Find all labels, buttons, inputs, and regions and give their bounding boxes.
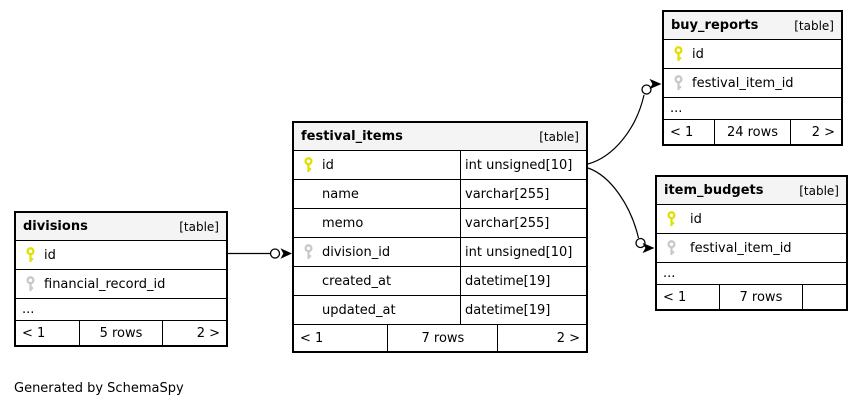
foreign-key-icon [25,276,36,292]
paginator-prev[interactable]: < 1 [663,289,687,305]
column-row-memo[interactable]: memo varchar[255] [294,209,586,238]
table-festival-items: festival_items [table] id int unsigned[1… [292,121,588,353]
edge-festival-items-to-item-budgets [587,167,655,254]
table-type-label: [table] [794,18,834,33]
column-name: division_id [322,244,391,260]
table-header-item-budgets[interactable]: item_budgets [table] [657,177,846,205]
table-name[interactable]: divisions [23,219,88,234]
cardinality-circle [269,248,281,259]
paginator-next[interactable]: 2 > [556,330,580,346]
paginator-next[interactable]: 2 > [196,325,220,341]
paginator: < 1 24 rows 2 > [664,120,841,144]
edge-divisions-to-festival-items [228,248,292,259]
paginator-next[interactable] [803,285,846,309]
paginator-prev[interactable]: < 1 [670,124,694,140]
table-type-label: [table] [179,219,219,234]
table-type-label: [table] [799,183,839,198]
arrowhead [649,78,662,90]
table-header-festival-items[interactable]: festival_items [table] [294,123,586,151]
paginator-row-count: 7 rows [387,325,499,351]
column-row-updated-at[interactable]: updated_at datetime[19] [294,296,586,325]
column-row-id[interactable]: id int unsigned[10] [294,151,586,180]
foreign-key-icon [303,244,314,260]
column-name: updated_at [322,302,396,318]
primary-key-icon [25,247,36,263]
column-row-id[interactable]: id [657,205,846,234]
table-item-budgets: item_budgets [table] id festival_item_id… [655,175,848,311]
column-row-name[interactable]: name varchar[255] [294,180,586,209]
arrowhead [280,248,292,259]
column-name: festival_item_id [692,75,794,91]
column-type: datetime[19] [460,296,586,324]
table-buy-reports: buy_reports [table] id festival_item_id … [662,10,843,146]
ellipsis-row: ... [16,299,226,321]
column-name: id [322,157,334,173]
column-type: varchar[255] [460,180,586,208]
column-name: created_at [322,273,392,289]
edge-festival-items-to-buy-reports [587,78,662,165]
paginator: < 1 7 rows [657,285,846,309]
paginator: < 1 5 rows 2 > [16,321,226,345]
ellipsis-row: ... [657,263,846,285]
column-name: id [44,247,56,263]
column-name: financial_record_id [44,276,166,292]
cardinality-circle [635,237,646,249]
ellipsis-row: ... [664,98,841,120]
paginator-row-count: 7 rows [719,285,803,309]
cardinality-circle [641,84,652,95]
column-type: varchar[255] [460,209,586,237]
foreign-key-icon [666,240,677,256]
column-row-created-at[interactable]: created_at datetime[19] [294,267,586,296]
column-row-id[interactable]: id [664,40,841,69]
column-name: id [692,46,704,62]
paginator-next[interactable]: 2 > [811,124,835,140]
ellipsis-text: ... [663,266,676,281]
paginator-prev[interactable]: < 1 [22,325,46,341]
paginator-row-count: 5 rows [79,321,163,345]
paginator-row-count: 24 rows [713,120,792,144]
table-name[interactable]: festival_items [301,129,403,144]
column-row-festival-item-id[interactable]: festival_item_id [664,69,841,98]
ellipsis-text: ... [22,302,35,317]
foreign-key-icon [673,75,684,91]
column-type: int unsigned[10] [460,151,586,179]
table-header-divisions[interactable]: divisions [table] [16,213,226,241]
arrowhead [642,242,655,254]
column-name: festival_item_id [690,240,792,256]
column-type: datetime[19] [460,267,586,295]
primary-key-icon [673,46,684,62]
column-name: name [322,186,359,202]
table-name[interactable]: item_budgets [664,183,764,198]
generated-by-note: Generated by SchemaSpy [14,381,184,396]
column-row-festival-item-id[interactable]: festival_item_id [657,234,846,263]
paginator-prev[interactable]: < 1 [300,330,324,346]
column-name: id [690,211,702,227]
primary-key-icon [303,157,314,173]
column-row-division-id[interactable]: division_id int unsigned[10] [294,238,586,267]
table-divisions: divisions [table] id financial_record_id… [14,211,228,347]
primary-key-icon [666,211,677,227]
column-name: memo [322,215,364,231]
paginator: < 1 7 rows 2 > [294,325,586,351]
column-type: int unsigned[10] [460,238,586,266]
ellipsis-text: ... [670,101,683,116]
table-name[interactable]: buy_reports [671,18,759,33]
table-header-buy-reports[interactable]: buy_reports [table] [664,12,841,40]
table-type-label: [table] [539,129,579,144]
column-row-id[interactable]: id [16,241,226,270]
column-row-financial-record-id[interactable]: financial_record_id [16,270,226,299]
